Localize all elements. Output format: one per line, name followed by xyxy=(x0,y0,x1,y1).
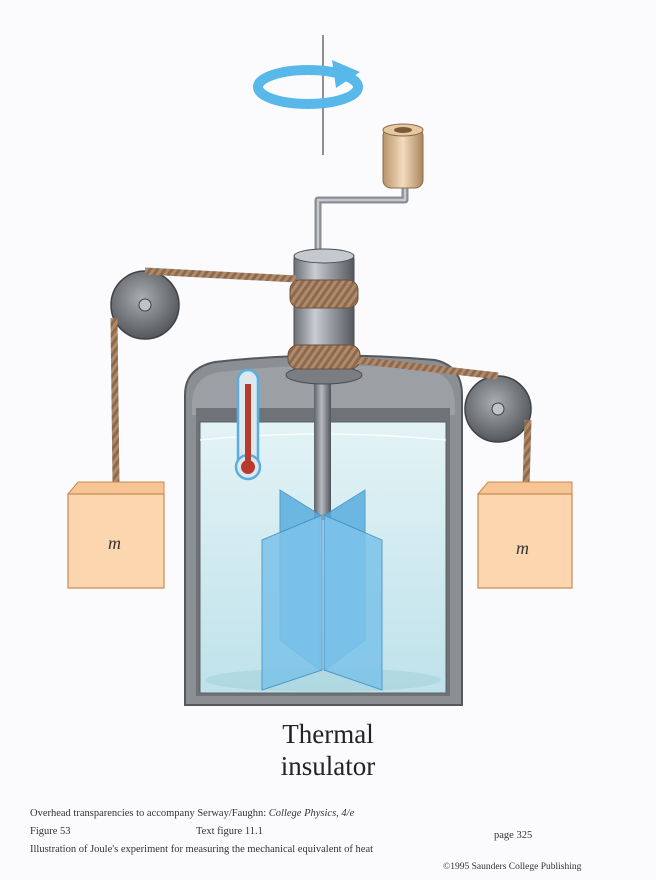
footer-description: Illustration of Joule's experiment for m… xyxy=(30,844,374,855)
caption-line-2: insulator xyxy=(280,751,376,781)
footer-line-1-text: Overhead transparencies to accompany Ser… xyxy=(30,808,269,819)
footer-text-figure: Text figure 11.1 xyxy=(196,826,263,837)
rope-coils xyxy=(287,279,361,370)
footer-line-1: Overhead transparencies to accompany Ser… xyxy=(30,808,354,819)
footer-page: page 325 xyxy=(494,830,533,841)
right-pulley xyxy=(464,375,532,443)
crank-handle xyxy=(314,123,424,250)
right-mass-label: m xyxy=(516,538,529,558)
footer-copyright: ©1995 Saunders College Publishing xyxy=(443,862,582,872)
right-mass xyxy=(476,481,573,589)
left-mass xyxy=(66,481,165,589)
footer-book-title: College Physics, 4/e xyxy=(268,808,355,819)
ropes xyxy=(110,267,532,487)
footer-figure: Figure 53 xyxy=(30,826,71,837)
rotation-arrow-icon xyxy=(253,35,363,155)
caption-line-1: Thermal xyxy=(282,719,374,749)
left-pulley xyxy=(110,270,180,340)
thermal-insulator-caption: Thermal insulator xyxy=(0,718,656,782)
thermometer-icon xyxy=(234,368,262,481)
left-mass-label: m xyxy=(108,533,121,553)
paddle-shaft xyxy=(314,380,331,520)
paddle-wheel xyxy=(261,489,383,691)
